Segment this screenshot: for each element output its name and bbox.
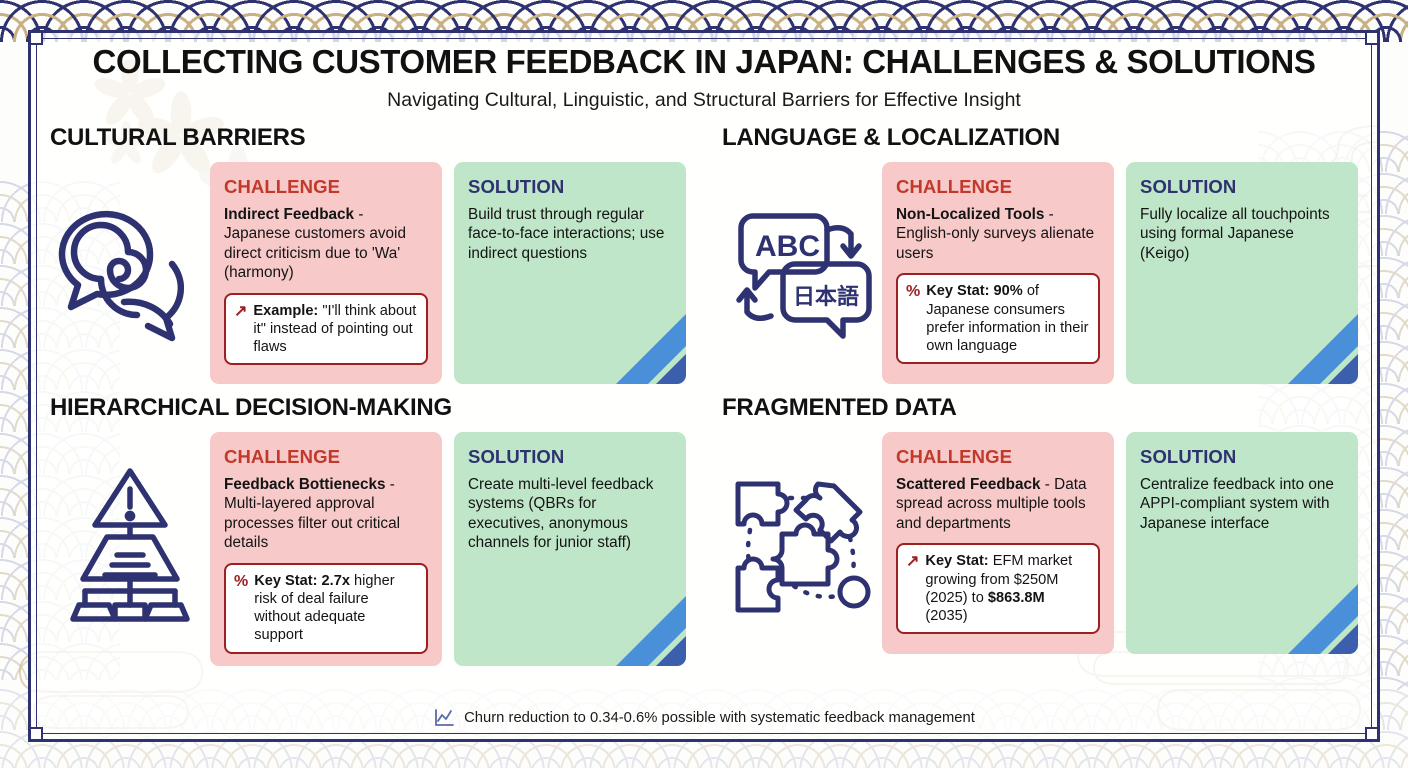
solution-text: Build trust through regular face-to-face… (468, 206, 665, 262)
quadrant-fragmented-data: FRAGMENTED DATA (722, 396, 1358, 666)
frame-corner-top-right (1365, 31, 1379, 45)
arrow-up-right-icon: ↗ (234, 302, 248, 320)
stat-box: ↗ Example: "I'll think about it" instead… (224, 292, 428, 366)
frame-corner-bottom-left (29, 727, 43, 741)
solution-text: Create multi-level feedback systems (QBR… (468, 476, 654, 552)
solution-card: SOLUTION Create multi-level feedback sys… (454, 432, 686, 666)
arrow-up-right-icon: ↗ (906, 553, 920, 571)
solution-label: SOLUTION (468, 446, 565, 467)
challenge-label: CHALLENGE (224, 176, 341, 197)
translation-bubbles-icon: ABC 日本語 (722, 162, 882, 358)
page-title: COLLECTING CUSTOMER FEEDBACK IN JAPAN: C… (92, 43, 1316, 80)
section-heading: LANGUAGE & LOCALIZATION (722, 124, 1060, 151)
line-chart-icon (435, 709, 455, 726)
header-block: COLLECTING CUSTOMER FEEDBACK IN JAPAN: C… (50, 44, 1358, 112)
challenge-label: CHALLENGE (896, 176, 1013, 197)
stat-text: Key Stat: 2.7x higher risk of deal failu… (254, 572, 395, 644)
corner-stripe-decoration (616, 595, 686, 666)
challenge-card: CHALLENGE Indirect Feedback - Japanese c… (210, 162, 442, 384)
section-heading: HIERARCHICAL DECISION-MAKING (50, 394, 452, 421)
corner-stripe-decoration (1288, 314, 1358, 384)
stat-text: Key Stat: EFM market growing from $250M … (925, 553, 1073, 624)
svg-text:ABC: ABC (755, 230, 820, 263)
challenge-card: CHALLENGE Scattered Feedback - Data spre… (882, 432, 1114, 654)
solution-text: Centralize feedback into one APPI-compli… (1140, 476, 1334, 532)
org-pyramid-warning-icon (50, 432, 210, 628)
challenge-text: Scattered Feedback - Data spread across … (896, 476, 1087, 532)
solution-text: Fully localize all touchpoints using for… (1140, 206, 1330, 262)
stat-text: Key Stat: 90% of Japanese consumers pref… (926, 283, 1089, 354)
quadrant-hierarchical-decision-making: HIERARCHICAL DECISION-MAKING (50, 396, 686, 666)
challenge-text: Non-Localized Tools - English-only surve… (896, 206, 1095, 262)
frame-corner-bottom-right (1365, 727, 1379, 741)
section-heading: FRAGMENTED DATA (722, 394, 957, 421)
solution-card: SOLUTION Build trust through regular fac… (454, 162, 686, 384)
footer-text: Churn reduction to 0.34-0.6% possible wi… (464, 710, 975, 726)
quadrant-cultural-barriers: CULTURAL BARRIERS CH (50, 126, 686, 384)
solution-label: SOLUTION (468, 176, 565, 197)
svg-text:日本語: 日本語 (793, 284, 859, 310)
challenge-card: CHALLENGE Non-Localized Tools - English-… (882, 162, 1114, 384)
challenge-label: CHALLENGE (224, 446, 341, 467)
stat-text: Example: "I'll think about it" instead o… (253, 302, 417, 356)
footer-bar: Churn reduction to 0.34-0.6% possible wi… (0, 708, 1408, 728)
stat-box: % Key Stat: 90% of Japanese consumers pr… (896, 273, 1100, 365)
solution-card: SOLUTION Centralize feedback into one AP… (1126, 432, 1358, 654)
stat-box: ↗ Key Stat: EFM market growing from $250… (896, 543, 1100, 635)
corner-stripe-decoration (616, 314, 686, 384)
solution-label: SOLUTION (1140, 446, 1237, 467)
challenge-text: Feedback Bottienecks - Multi-layered app… (224, 476, 400, 552)
percent-icon: % (906, 283, 921, 301)
solution-card: SOLUTION Fully localize all touchpoints … (1126, 162, 1358, 384)
scattered-puzzle-pieces-icon (722, 432, 882, 628)
section-heading: CULTURAL BARRIERS (50, 124, 306, 151)
page-subtitle: Navigating Cultural, Linguistic, and Str… (387, 88, 1021, 111)
speech-bubbles-spiral-icon (50, 162, 210, 358)
challenge-text: Indirect Feedback - Japanese customers a… (224, 206, 406, 282)
quadrant-language-localization: LANGUAGE & LOCALIZATION ABC 日本語 (722, 126, 1358, 384)
challenge-label: CHALLENGE (896, 446, 1013, 467)
percent-icon: % (234, 572, 249, 590)
quadrant-grid: CULTURAL BARRIERS CH (50, 126, 1358, 666)
solution-label: SOLUTION (1140, 176, 1237, 197)
challenge-card: CHALLENGE Feedback Bottienecks - Multi-l… (210, 432, 442, 666)
frame-corner-top-left (29, 31, 43, 45)
corner-stripe-decoration (1288, 584, 1358, 654)
stat-box: % Key Stat: 2.7x higher risk of deal fai… (224, 562, 428, 654)
